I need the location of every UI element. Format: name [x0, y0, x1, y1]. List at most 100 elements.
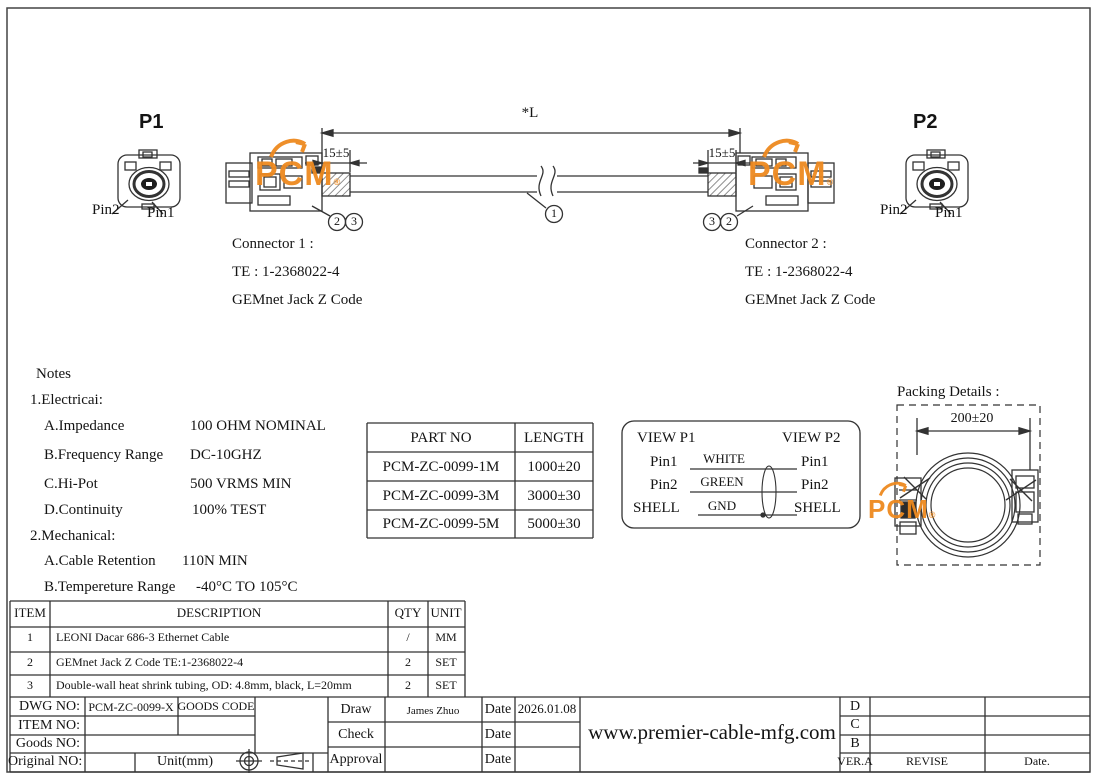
wiring-p1-pin2: Pin2	[650, 477, 678, 493]
pcm-logo-reg: ®	[333, 177, 342, 187]
bom-row1-item: 1	[27, 630, 33, 644]
note-retention-value: 110N MIN	[182, 553, 248, 569]
dimension-shrink-right	[693, 150, 752, 172]
connector1-side-view	[225, 152, 323, 212]
p1-pin1-label: Pin1	[147, 205, 175, 221]
pcm-logo-text: PCM	[868, 494, 929, 524]
p2-pin-leaders	[899, 199, 952, 215]
connector2-title: Connector 2 :	[745, 236, 827, 252]
connector1-desc: GEMnet Jack Z Code	[232, 292, 363, 308]
bom-table-grid	[9, 600, 466, 697]
revision-row-d: D	[849, 699, 861, 714]
part-row-3m: PCM-ZC-0099-3M	[382, 488, 500, 504]
part-row-5m: PCM-ZC-0099-5M	[382, 516, 500, 532]
cable-drawing	[350, 165, 708, 197]
p1-pin-leaders	[111, 199, 164, 215]
original-no-label: Original NO:	[8, 754, 83, 769]
callout-3-right: 3	[709, 214, 715, 228]
dimension-length-label: *L	[521, 105, 539, 121]
pcm-watermark-left: PCM®	[255, 138, 342, 193]
callout-2-left: 2	[334, 214, 340, 228]
callout-1-cable: 1	[551, 206, 557, 220]
length-row-3m: 3000±30	[527, 488, 581, 504]
notes-title: Notes	[36, 366, 71, 382]
bom-header-unit: UNIT	[430, 605, 462, 620]
pcm-watermark-packing: PCM®	[868, 481, 936, 524]
wiring-p2-shell: SHELL	[794, 500, 841, 516]
note-frequency-label: B.Frequency Range	[44, 447, 164, 463]
revision-row-b: B	[850, 736, 860, 751]
connector2-part: TE : 1-2368022-4	[745, 264, 853, 280]
pcm-logo-reg: ®	[826, 177, 835, 187]
note-impedance-value: 100 OHM NOMINAL	[190, 418, 326, 434]
item-no-label: ITEM NO:	[18, 718, 80, 733]
approval-label: Approval	[329, 752, 383, 767]
check-date-label: Date	[484, 727, 512, 742]
p2-front-view-drawing	[905, 149, 969, 210]
dimension-shrink-right-label: 15±5	[708, 145, 736, 160]
wire-green-label: GREEN	[700, 474, 744, 489]
view-p2-label: VIEW P2	[782, 430, 841, 446]
note-hipot-label: C.Hi-Pot	[44, 476, 98, 492]
check-label: Check	[338, 727, 374, 742]
p2-pin1-label: Pin1	[935, 205, 963, 221]
note-retention-label: A.Cable Retention	[44, 553, 156, 569]
revision-revise-label: REVISE	[906, 754, 948, 768]
p2-label: P2	[913, 111, 938, 133]
bom-row3-unit: SET	[435, 678, 457, 692]
dwg-no-label: DWG NO:	[18, 699, 80, 714]
note-continuity-label: D.Continuity	[44, 502, 123, 518]
bom-header-description: DESCRIPTION	[176, 605, 262, 620]
p2-pin2-label: Pin2	[880, 202, 908, 218]
callout-balloons	[311, 192, 754, 232]
draw-date-value: 2026.01.08	[517, 701, 577, 716]
pcm-watermark-right: PCM®	[748, 138, 835, 193]
wiring-p2-pin2: Pin2	[801, 477, 829, 493]
bom-row3-item: 3	[27, 678, 33, 692]
bom-header-item: ITEM	[14, 605, 46, 620]
note-impedance-label: A.Impedance	[44, 418, 125, 434]
pcm-logo-text: PCM	[748, 155, 827, 193]
p1-front-view-drawing	[117, 149, 181, 210]
title-block-grid	[9, 696, 1090, 773]
connector1-part: TE : 1-2368022-4	[232, 264, 340, 280]
part-row-1m: PCM-ZC-0099-1M	[382, 459, 500, 475]
wiring-view-box	[621, 420, 861, 529]
bom-row2-qty: 2	[405, 655, 411, 669]
note-frequency-value: DC-10GHZ	[190, 447, 262, 463]
goods-code-label: GOODS CODE	[177, 699, 255, 713]
pcm-logo-text: PCM	[255, 155, 334, 193]
callout-2-right: 2	[726, 214, 732, 228]
bom-row2-item: 2	[27, 655, 33, 669]
revision-ver-label: VER.A	[837, 754, 873, 768]
note-continuity-value: 100% TEST	[192, 502, 267, 518]
packing-dimension-label: 200±20	[950, 411, 994, 426]
length-row-5m: 5000±30	[527, 516, 581, 532]
packing-drawing	[894, 404, 1041, 566]
bom-row3-qty: 2	[405, 678, 411, 692]
website-text: www.premier-cable-mfg.com	[588, 720, 836, 744]
bom-row1-description: LEONI Dacar 686-3 Ethernet Cable	[56, 630, 230, 644]
bom-row2-description: GEMnet Jack Z Code TE:1-2368022-4	[56, 655, 244, 669]
note-temperature-value: -40°C TO 105°C	[196, 579, 298, 595]
packing-title: Packing Details :	[897, 384, 1000, 400]
draw-name: James Zhuo	[406, 705, 460, 717]
part-table-grid	[366, 422, 594, 539]
wiring-p2-pin1: Pin1	[801, 454, 829, 470]
bom-row3-description: Double-wall heat shrink tubing, OD: 4.8m…	[56, 678, 352, 692]
dimension-shrink-left	[305, 150, 367, 172]
p1-pin2-label: Pin2	[92, 202, 120, 218]
projection-symbol	[236, 749, 310, 773]
part-table-header-length: LENGTH	[524, 430, 584, 446]
dimension-length	[319, 128, 743, 173]
wiring-p1-shell: SHELL	[633, 500, 680, 516]
callout-3-left: 3	[351, 214, 357, 228]
draw-date-label: Date	[484, 702, 512, 717]
note-hipot-value: 500 VRMS MIN	[190, 476, 292, 492]
wire-gnd-label: GND	[707, 498, 737, 513]
wiring-p1-pin1: Pin1	[650, 454, 678, 470]
bom-row1-qty: /	[406, 630, 410, 644]
note-temperature-label: B.Tempereture Range	[44, 579, 176, 595]
